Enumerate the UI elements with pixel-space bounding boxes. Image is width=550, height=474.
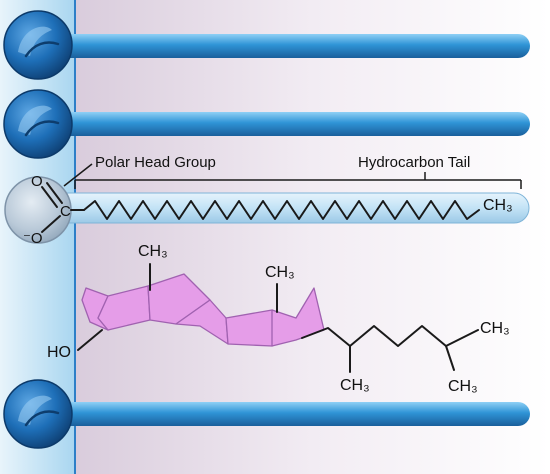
blue-sphere-icon — [3, 10, 73, 80]
polar-head-group-label: Polar Head Group — [95, 154, 216, 171]
carboxyl-carbon-label: C — [60, 203, 71, 220]
phospholipid-bottom — [3, 379, 530, 449]
hydrocarbon-tail-label: Hydrocarbon Tail — [358, 154, 470, 171]
carboxyl-oxygen-minus-label: ⁻O — [23, 230, 43, 247]
hydroxyl-label: HO — [47, 344, 71, 361]
hydrocarbon-chain — [83, 200, 480, 220]
terminal-methyl-label-top: CH₃ — [480, 320, 510, 337]
fatty-acid: O C ⁻O CH₃ — [4, 173, 530, 247]
background-panel — [75, 0, 550, 474]
phospholipid-tail — [52, 112, 530, 136]
sterol-ring-system — [81, 273, 325, 347]
sterol-methyl-label-2: CH₃ — [265, 264, 295, 281]
label-bracket — [63, 163, 522, 189]
phospholipid-tail — [52, 402, 530, 426]
phospholipid-tail — [52, 34, 530, 58]
sterol-methyl-label-1: CH₃ — [138, 243, 168, 260]
phospholipid-top — [3, 10, 530, 80]
ho-bond — [77, 329, 103, 351]
carboxyl-oxygen-label: O — [31, 173, 43, 190]
branch-methyl-label: CH₃ — [340, 377, 370, 394]
blue-sphere-icon — [3, 379, 73, 449]
sterol-side-chain — [301, 325, 479, 347]
blue-sphere-icon — [3, 89, 73, 159]
sterol-molecule: HO CH₃ CH₃ CH₃ CH₃ CH₃ — [47, 243, 510, 395]
tail-methyl-label: CH₃ — [483, 197, 513, 214]
phospholipid-middle — [3, 89, 530, 159]
terminal-methyl-label-bottom: CH₃ — [448, 378, 478, 395]
fatty-acid-tail-capsule — [49, 192, 530, 224]
